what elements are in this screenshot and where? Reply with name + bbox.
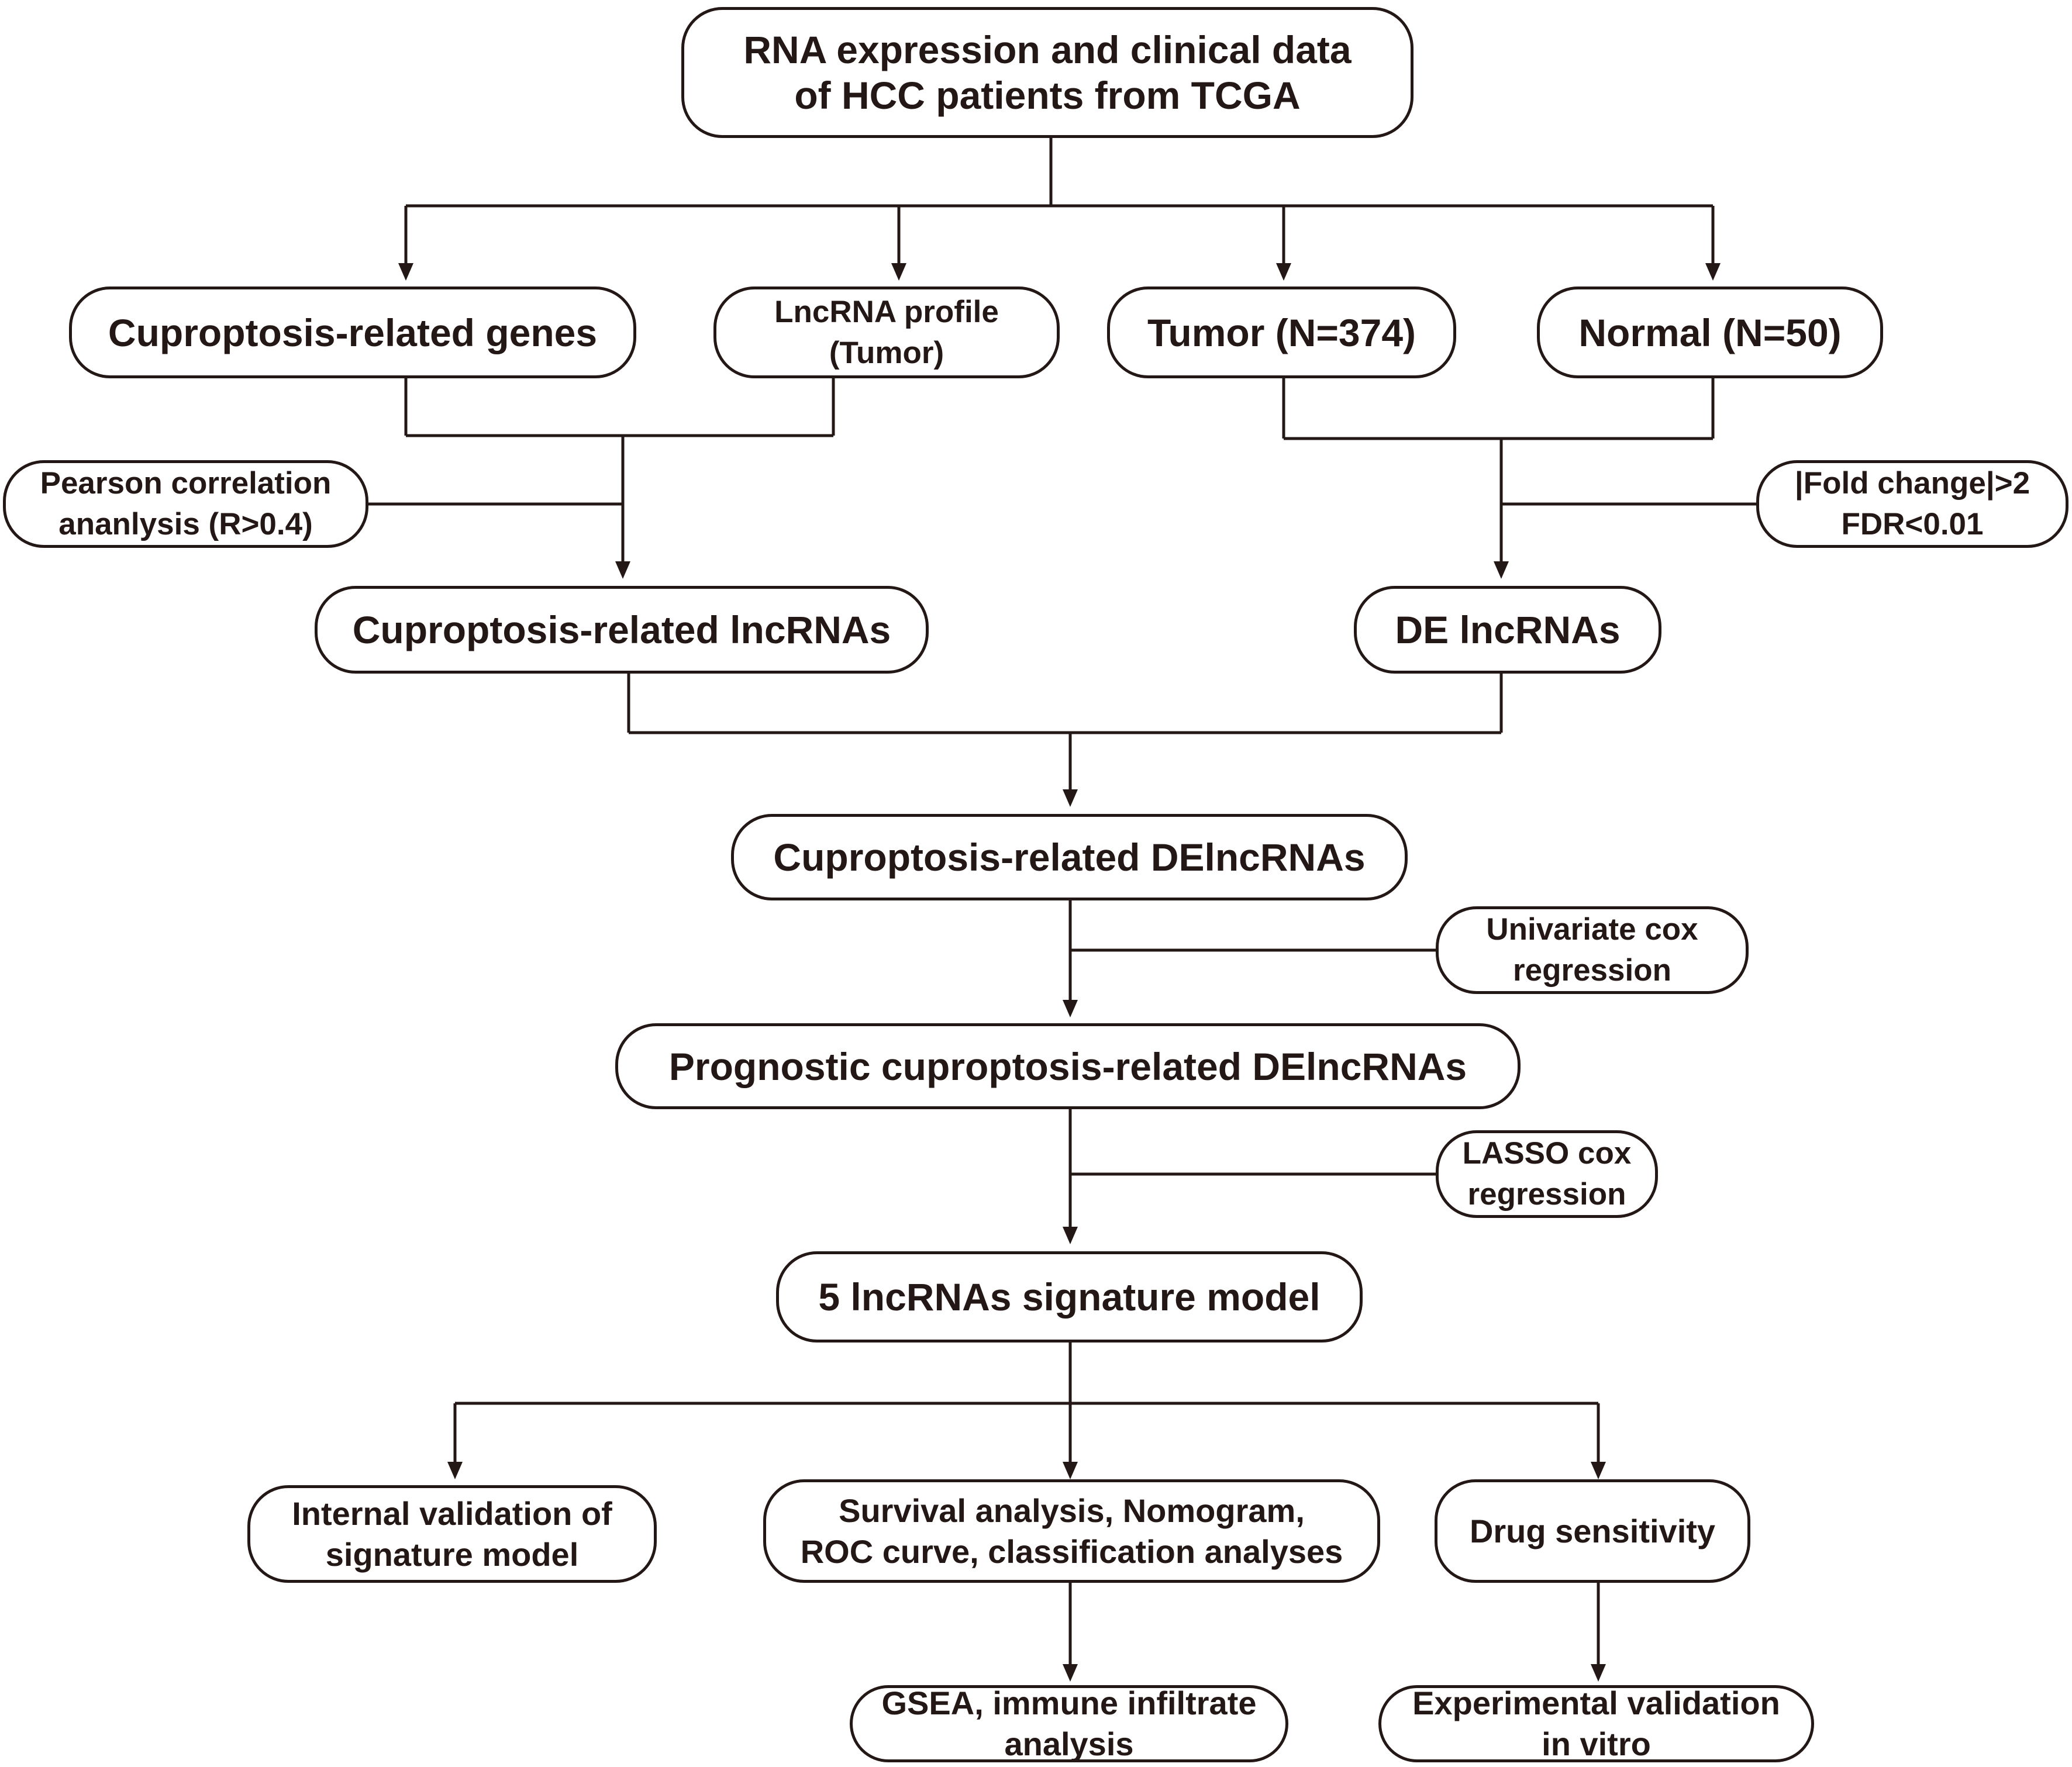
- tcga-line-1: RNA expression and clinical data: [743, 28, 1352, 71]
- lasso-line-1: LASSO cox: [1462, 1136, 1632, 1171]
- drug-sensitivity-node: Drug sensitivity: [1435, 1479, 1750, 1583]
- cuproptosis-lncrnas-label: Cuproptosis-related lncRNAs: [352, 608, 891, 651]
- tcga-data-node: RNA expression and clinical data of HCC …: [681, 7, 1413, 138]
- experimental-validation-node: Experimental validation in vitro: [1378, 1685, 1814, 1762]
- survival-analysis-line-2: ROC curve, classification analyses: [800, 1533, 1343, 1570]
- drug-sensitivity-label: Drug sensitivity: [1469, 1512, 1716, 1549]
- tumor-label: Tumor (N=374): [1147, 310, 1416, 354]
- experimental-validation-line-2: in vitro: [1542, 1725, 1651, 1762]
- cuproptosis-delncrnas-label: Cuproptosis-related DElncRNAs: [773, 836, 1366, 879]
- fold-change-line-1: |Fold change|>2: [1794, 466, 2030, 501]
- connector-lines: [368, 138, 1756, 1665]
- connector-arrowheads: [398, 263, 1721, 1682]
- pearson-correlation-node: Pearson correlation ananlysis (R>0.4): [3, 460, 368, 548]
- gsea-line-1: GSEA, immune infiltrate: [881, 1685, 1257, 1721]
- cuproptosis-delncrnas-node: Cuproptosis-related DElncRNAs: [731, 814, 1408, 900]
- cuproptosis-lncrnas-node: Cuproptosis-related lncRNAs: [315, 586, 929, 674]
- prognostic-delncrnas-node: Prognostic cuproptosis-related DElncRNAs: [615, 1023, 1521, 1109]
- gsea-node: GSEA, immune infiltrate analysis: [850, 1685, 1288, 1762]
- univariate-cox-node: Univariate cox regression: [1436, 906, 1749, 994]
- tcga-line-2: of HCC patients from TCGA: [794, 74, 1301, 117]
- gsea-line-2: analysis: [1004, 1725, 1134, 1762]
- normal-node: Normal (N=50): [1537, 287, 1883, 378]
- lncrna-profile-line-2: (Tumor): [829, 335, 944, 370]
- fold-change-line-2: FDR<0.01: [1841, 507, 1984, 541]
- survival-analysis-line-1: Survival analysis, Nomogram,: [839, 1492, 1305, 1529]
- signature-model-label: 5 lncRNAs signature model: [818, 1275, 1321, 1319]
- normal-label: Normal (N=50): [1578, 310, 1842, 354]
- univariate-line-1: Univariate cox: [1486, 912, 1698, 947]
- cuproptosis-genes-node: Cuproptosis-related genes: [69, 287, 636, 378]
- de-lncrnas-node: DE lncRNAs: [1354, 586, 1661, 674]
- lasso-cox-node: LASSO cox regression: [1436, 1130, 1658, 1218]
- internal-validation-node: Internal validation of signature model: [247, 1485, 657, 1583]
- tumor-node: Tumor (N=374): [1107, 287, 1456, 378]
- lncrna-profile-node: LncRNA profile (Tumor): [713, 287, 1060, 378]
- signature-model-node: 5 lncRNAs signature model: [776, 1251, 1363, 1342]
- pearson-line-1: Pearson correlation: [40, 466, 332, 501]
- prognostic-delncrnas-label: Prognostic cuproptosis-related DElncRNAs: [668, 1044, 1467, 1088]
- univariate-line-2: regression: [1512, 953, 1671, 988]
- de-lncrnas-label: DE lncRNAs: [1395, 608, 1621, 651]
- lasso-line-2: regression: [1467, 1177, 1626, 1212]
- fold-change-node: |Fold change|>2 FDR<0.01: [1756, 460, 2068, 548]
- pearson-line-2: ananlysis (R>0.4): [58, 507, 313, 541]
- internal-validation-line-1: Internal validation of: [292, 1495, 612, 1532]
- experimental-validation-line-1: Experimental validation: [1412, 1685, 1780, 1721]
- internal-validation-line-2: signature model: [325, 1535, 579, 1573]
- survival-analysis-node: Survival analysis, Nomogram, ROC curve, …: [763, 1479, 1380, 1583]
- lncrna-profile-line-1: LncRNA profile: [774, 294, 999, 329]
- cuproptosis-genes-label: Cuproptosis-related genes: [108, 310, 598, 354]
